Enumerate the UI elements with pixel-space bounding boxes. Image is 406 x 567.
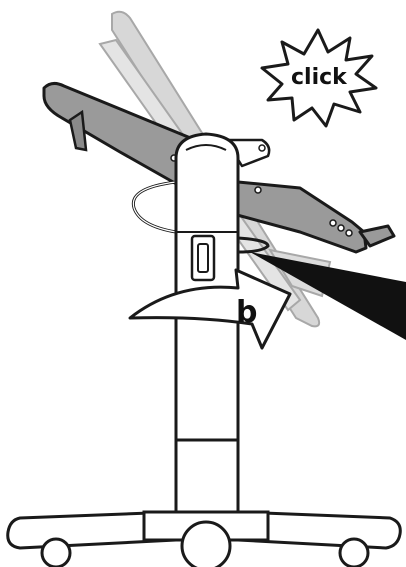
wheel (40, 537, 72, 567)
wheel (338, 537, 370, 567)
step-label: b (236, 295, 257, 330)
wheel (180, 520, 232, 567)
chair-base (6, 510, 402, 567)
chair-column (174, 132, 240, 522)
pointer-wedge (250, 252, 406, 340)
click-label: click (291, 65, 348, 90)
click-starburst: click (260, 28, 378, 128)
rotation-arrow-b: b (128, 268, 292, 350)
